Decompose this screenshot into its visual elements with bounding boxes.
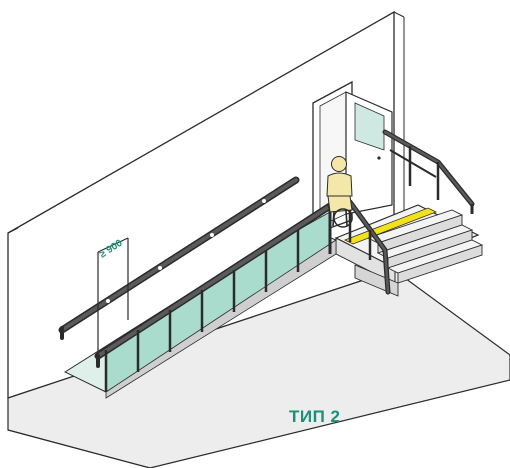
wall-handrail bbox=[58, 176, 300, 340]
stairs bbox=[354, 209, 484, 297]
floor-edge bbox=[7, 429, 151, 468]
wall-side-edge bbox=[393, 11, 405, 18]
door-glass bbox=[354, 102, 385, 151]
tactile-warning-strip bbox=[344, 207, 437, 245]
seated-person-icon bbox=[326, 156, 353, 228]
type-label: ТИП 2 bbox=[289, 407, 341, 426]
stair-handrail-right bbox=[382, 129, 475, 214]
ramp-side bbox=[105, 239, 337, 399]
wall-top-edge bbox=[7, 227, 19, 234]
ramp-handrail bbox=[94, 202, 334, 392]
door-handle bbox=[377, 156, 381, 160]
